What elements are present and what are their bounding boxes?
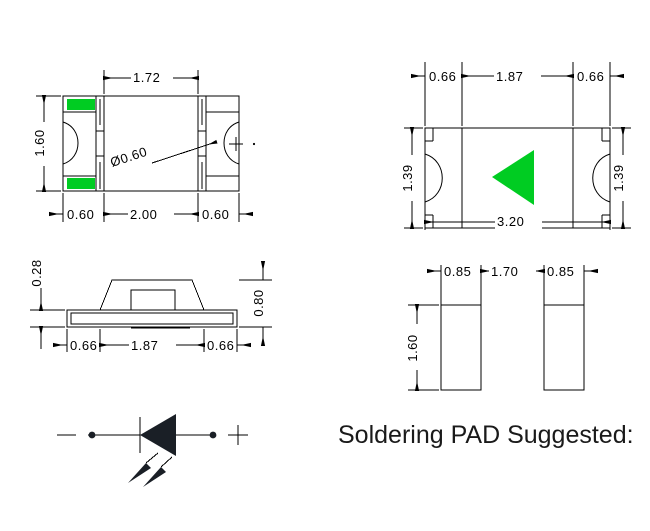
soldering-pad-caption: Soldering PAD Suggested: <box>338 421 634 449</box>
solder-dim-170-bg <box>489 262 536 280</box>
top-view-green-pad-top <box>67 99 95 110</box>
top-view-right-notch <box>223 121 240 165</box>
top-view-dot-marker <box>252 142 256 146</box>
side-view-die-block <box>130 289 176 311</box>
pad-view-dim-139-right-label: 1.39 <box>611 164 626 191</box>
pad-view-dim-066-left-label: 0.66 <box>429 69 456 84</box>
top-view-left-notch <box>62 121 79 165</box>
top-view-dim-060-right-label: 0.60 <box>202 207 229 222</box>
side-view-group: 0.66 1.87 0.66 0.28 0.80 <box>29 259 272 354</box>
side-view-substrate-inner <box>70 312 234 325</box>
pad-view-dim-187-bg <box>494 67 541 85</box>
solder-dim-170-label: 1.70 <box>491 264 518 279</box>
pad-layout-view-group: 0.66 1.87 0.66 1.39 1.39 <box>400 62 633 230</box>
solder-pad-left <box>440 304 482 391</box>
side-view-encapsulation <box>99 279 205 311</box>
side-view-dim-187-label: 1.87 <box>131 338 158 353</box>
pad-view-emission-triangle <box>492 150 534 205</box>
soldering-pad-view-group: 0.85 1.70 0.85 1.60 <box>405 262 598 391</box>
pad-view-dim-320-bg <box>495 211 542 230</box>
top-view-dim-060-left-label: 0.60 <box>67 207 94 222</box>
top-view-dim-172-bg <box>131 68 173 86</box>
pad-view-dim-139r-bg <box>613 155 633 201</box>
top-view-dim-200-bg <box>128 205 174 223</box>
pad-view-left-notch <box>424 153 443 203</box>
pad-view-dim-139l-bg <box>402 155 422 201</box>
led-symbol-emission-arrows <box>128 452 173 487</box>
led-symbol-anode-triangle <box>140 414 176 456</box>
pad-view-dim-187-label: 1.87 <box>496 69 523 84</box>
led-symbol-anode-node <box>209 431 217 439</box>
pad-view-right-notch <box>592 153 611 203</box>
pad-view-dim-066-right-label: 0.66 <box>577 69 604 84</box>
top-view-dim-160-label: 1.60 <box>32 129 47 156</box>
pad-view-dim-320-label: 3.20 <box>497 214 524 229</box>
solder-dim-085-left-label: 0.85 <box>444 264 471 279</box>
side-view-dim-080-label: 0.80 <box>251 289 266 316</box>
solder-dim-160-label: 1.60 <box>405 334 420 361</box>
led-symbol-plus-sign <box>228 425 248 445</box>
pad-view-dim-139-left-label: 1.39 <box>400 164 415 191</box>
top-view-dim-200-label: 2.00 <box>130 207 157 222</box>
side-view-dim-066-left-label: 0.66 <box>70 338 97 353</box>
top-view-group: Ø0.60 1.72 1.60 0.60 2.00 0.60 <box>32 68 256 223</box>
top-view-green-pad-bottom <box>67 178 95 189</box>
led-symbol-group <box>57 414 248 487</box>
side-view-dim-028-label: 0.28 <box>29 259 44 286</box>
top-view-dim-160-bg <box>34 122 54 166</box>
solder-dim-085-right-label: 0.85 <box>547 264 574 279</box>
top-view-dim-172-label: 1.72 <box>133 70 160 85</box>
top-view-diameter-leader <box>151 139 218 164</box>
solder-pad-right <box>543 304 585 391</box>
side-view-dim-187-bg <box>129 336 176 354</box>
led-symbol-cathode-node <box>88 431 96 439</box>
top-view-polarity-plus <box>229 137 243 151</box>
side-view-dim-066-right-label: 0.66 <box>207 338 234 353</box>
solder-dim-160-bg <box>407 324 427 370</box>
top-view-diameter-label: Ø0.60 <box>108 144 149 170</box>
